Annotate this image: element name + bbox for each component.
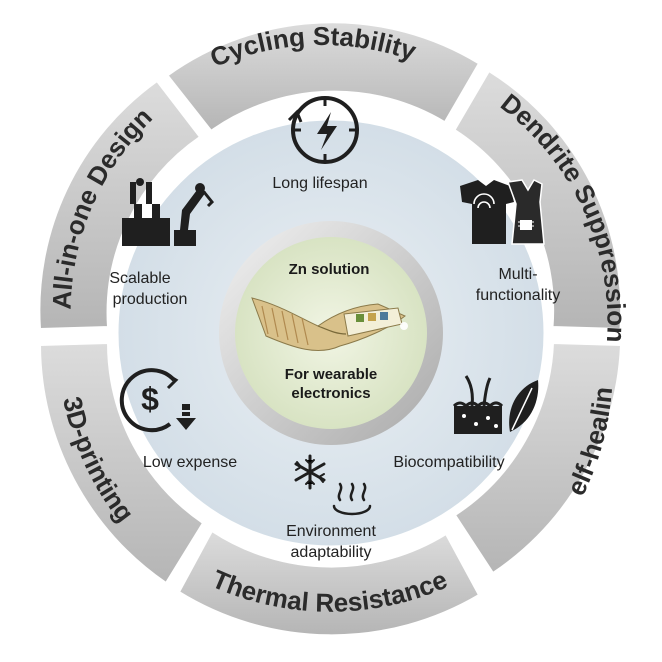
- inner-panel-rim: [115, 117, 547, 549]
- multifunctionality-label-line1: Multi-: [498, 266, 537, 283]
- snowflake-heat-icon: [294, 454, 372, 516]
- center-title: Zn solution: [289, 261, 370, 278]
- dollar-down-icon: $: [119, 368, 196, 433]
- segment-cycling-stability: [166, 21, 481, 133]
- svg-text:$: $: [141, 381, 159, 417]
- multifunctionality-label-line2: functionality: [476, 287, 561, 304]
- wearable-device-illustration: [251, 297, 408, 352]
- segment-3d-printing: [38, 341, 205, 585]
- center-subtitle-line2: electronics: [291, 385, 370, 402]
- low-expense-label: Low expense: [143, 454, 237, 471]
- skin-leaf-icon: [452, 375, 539, 434]
- robot-arm-factory-icon: [122, 178, 215, 246]
- segment-self-healing: [453, 341, 623, 575]
- segment-thermal-resistance: [177, 529, 481, 637]
- segment-all-in-one-design: [38, 79, 202, 331]
- environment-label-line1: Environment: [286, 523, 376, 540]
- biocompatibility-label: Biocompatibility: [393, 454, 504, 471]
- center-subtitle-line1: For wearable: [285, 366, 378, 383]
- environment-label-line2: adaptability: [291, 544, 372, 561]
- scalable-label-line1: Scalable: [109, 270, 170, 287]
- scalable-label-line2: production: [113, 291, 188, 308]
- smart-clothing-icon: [460, 179, 545, 245]
- clock-lightning-icon: [287, 96, 359, 164]
- long-lifespan-label: Long lifespan: [272, 175, 367, 192]
